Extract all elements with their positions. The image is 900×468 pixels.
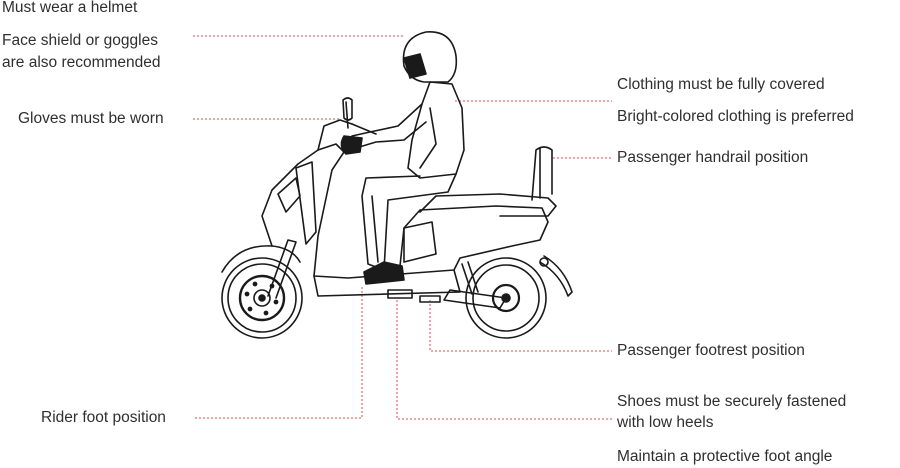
leader-rider-foot — [193, 287, 363, 419]
leader-lines — [193, 35, 612, 420]
passenger-footrest — [419, 295, 441, 303]
seat — [419, 193, 557, 217]
passenger-handrail — [531, 146, 553, 201]
floorboard — [313, 269, 461, 297]
rear-mudguard — [539, 255, 573, 297]
front-wheel — [221, 257, 303, 339]
label-foot-angle: Maintain a protective foot angle — [617, 448, 833, 465]
handlebar-stem — [317, 119, 353, 151]
label-face-shield-line1: Face shield or goggles — [2, 32, 158, 49]
rider — [340, 31, 465, 285]
label-face-shield-line2: are also recommended — [2, 54, 161, 71]
visor — [403, 53, 427, 79]
label-shoes-line2: with low heels — [617, 414, 714, 431]
leader-shoes — [396, 300, 612, 420]
jacket-crease — [419, 107, 437, 169]
helmet — [402, 31, 458, 83]
label-passenger-footrest: Passenger footrest position — [617, 342, 805, 359]
headlight — [277, 177, 301, 213]
label-gloves: Gloves must be worn — [18, 110, 164, 127]
scooter-body — [261, 143, 549, 279]
handlebar-grip — [351, 123, 377, 135]
mirror — [342, 97, 353, 129]
label-shoes-line1: Shoes must be securely fastened — [617, 393, 847, 410]
leg-crease — [371, 195, 379, 263]
front-panel — [295, 161, 317, 245]
rider-shoe — [363, 261, 405, 285]
jacket — [407, 81, 465, 179]
tail-light — [539, 257, 549, 267]
rider-footplate — [387, 289, 413, 299]
label-rider-foot: Rider foot position — [41, 409, 166, 426]
label-passenger-handrail: Passenger handrail position — [617, 149, 809, 166]
label-clothing-covered: Clothing must be fully covered — [617, 76, 825, 93]
swing-arm — [443, 289, 507, 309]
glove — [340, 135, 363, 155]
arm — [351, 103, 427, 149]
rear-shock — [461, 261, 479, 295]
front-fork — [267, 239, 297, 299]
label-clothing-bright: Bright-colored clothing is preferred — [617, 108, 854, 125]
label-helmet: Must wear a helmet — [2, 0, 138, 16]
leader-passenger-footrest — [429, 300, 612, 352]
side-panel — [403, 221, 437, 263]
